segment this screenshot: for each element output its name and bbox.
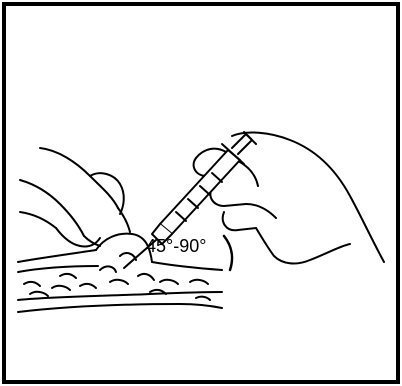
angle-label: 45°-90° xyxy=(146,236,206,256)
